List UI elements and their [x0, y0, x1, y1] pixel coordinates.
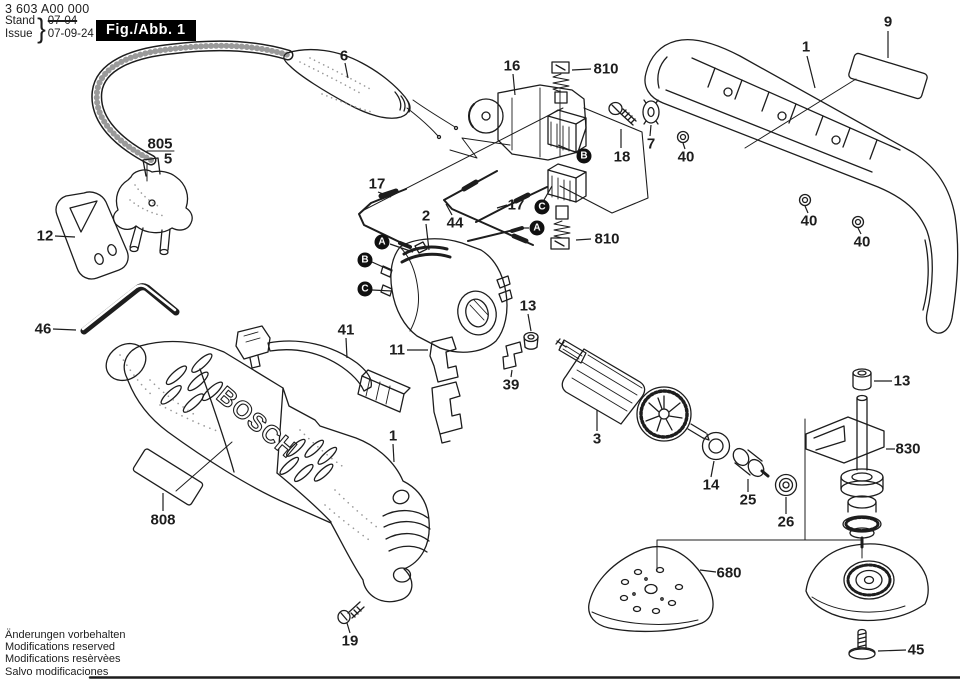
wire-lead	[467, 226, 524, 242]
cord-grip-6	[283, 48, 459, 140]
leader-line-19	[346, 622, 351, 634]
nut-40-b	[798, 193, 812, 207]
slide-switch-41	[235, 325, 411, 413]
superseded-date: 07-04	[47, 15, 78, 27]
issue-label: Issue	[5, 28, 33, 40]
leader-line-B	[371, 261, 393, 272]
footer-notes: Änderungen vorbehalten Modifications res…	[5, 629, 125, 678]
leader-line-39	[510, 369, 513, 378]
bearing-14	[701, 431, 731, 461]
eccentric-25	[732, 447, 770, 478]
wire-17-left	[358, 188, 412, 249]
leader-line-45	[877, 649, 907, 652]
label-sticker-9	[848, 52, 928, 100]
screw-19	[337, 601, 365, 625]
footer-line-en: Modifications reserved	[5, 641, 116, 654]
shaft-assembly-830	[805, 394, 885, 549]
power-cord	[91, 40, 294, 166]
leader-line-A	[389, 243, 414, 253]
wire-44	[443, 170, 534, 246]
issue-date: 07-09-24	[47, 28, 94, 40]
footer-line-fr: Modifications resèrvèes	[5, 653, 121, 666]
nut-40-c	[851, 215, 865, 229]
leader-line-40	[857, 227, 862, 235]
issue-block: Stand Issue } 07-04 07-09-24	[5, 12, 94, 44]
type-number: 3 603 A00 000	[5, 2, 90, 16]
brush-plate-11	[429, 336, 463, 444]
leader-line-6	[344, 62, 349, 79]
leader-line-12	[54, 235, 76, 238]
switch-assembly-16	[468, 84, 649, 214]
hanger-bracket-12	[55, 191, 129, 280]
leader-line-C	[543, 185, 553, 201]
screw-18	[608, 101, 637, 126]
figure-label: Fig./Abb. 1	[96, 20, 196, 41]
leader-line-680	[699, 569, 717, 573]
leader-line-B	[557, 144, 578, 154]
carbon-brush-810-top	[551, 61, 570, 104]
sanding-pad-680	[588, 546, 714, 633]
leader-line-17	[496, 204, 508, 209]
field-stator-2	[380, 238, 513, 353]
leader-line-16	[512, 73, 516, 96]
leader-line-1	[806, 55, 816, 89]
hex-key-46	[80, 283, 180, 335]
issue-dates: 07-04 07-09-24	[48, 15, 94, 41]
leader-line-14	[710, 460, 715, 478]
leader-line-46	[52, 328, 77, 331]
leader-line-44	[445, 203, 453, 216]
leader-line-40	[682, 142, 686, 150]
stand-label: Stand	[5, 15, 36, 27]
bushing-13-right	[852, 368, 872, 391]
issue-labels: Stand Issue	[5, 15, 35, 41]
grommet-7	[642, 99, 660, 125]
leader-line-13	[527, 313, 532, 332]
armature-3	[555, 338, 710, 442]
bracket-39	[502, 341, 523, 370]
leader-line-C	[371, 289, 393, 292]
leader-lines	[52, 31, 907, 652]
wire-17-right	[475, 186, 548, 223]
leader-line-41	[345, 337, 348, 359]
leader-line-2	[425, 223, 430, 251]
screw-45	[848, 628, 876, 660]
housing-cover	[644, 38, 959, 334]
leader-line-1	[392, 443, 395, 463]
leader-line-7	[649, 124, 652, 137]
nut-40-a	[676, 130, 690, 144]
bushing-13-center	[523, 331, 539, 350]
footer-line-de: Änderungen vorbehalten	[5, 629, 126, 641]
label-sticker-808	[132, 448, 204, 506]
leader-line-17	[377, 191, 392, 198]
segment-saw-blade	[805, 543, 929, 622]
mains-plug-5	[112, 157, 193, 256]
brace-glyph: }	[37, 12, 46, 44]
carbon-brush-810-bottom	[550, 205, 571, 250]
bearing-26	[774, 473, 798, 497]
leader-line-810	[571, 68, 592, 71]
leader-line-40	[804, 205, 809, 214]
leader-line-810	[575, 238, 592, 241]
footer-line-es: Salvo modificaciones	[5, 665, 109, 678]
